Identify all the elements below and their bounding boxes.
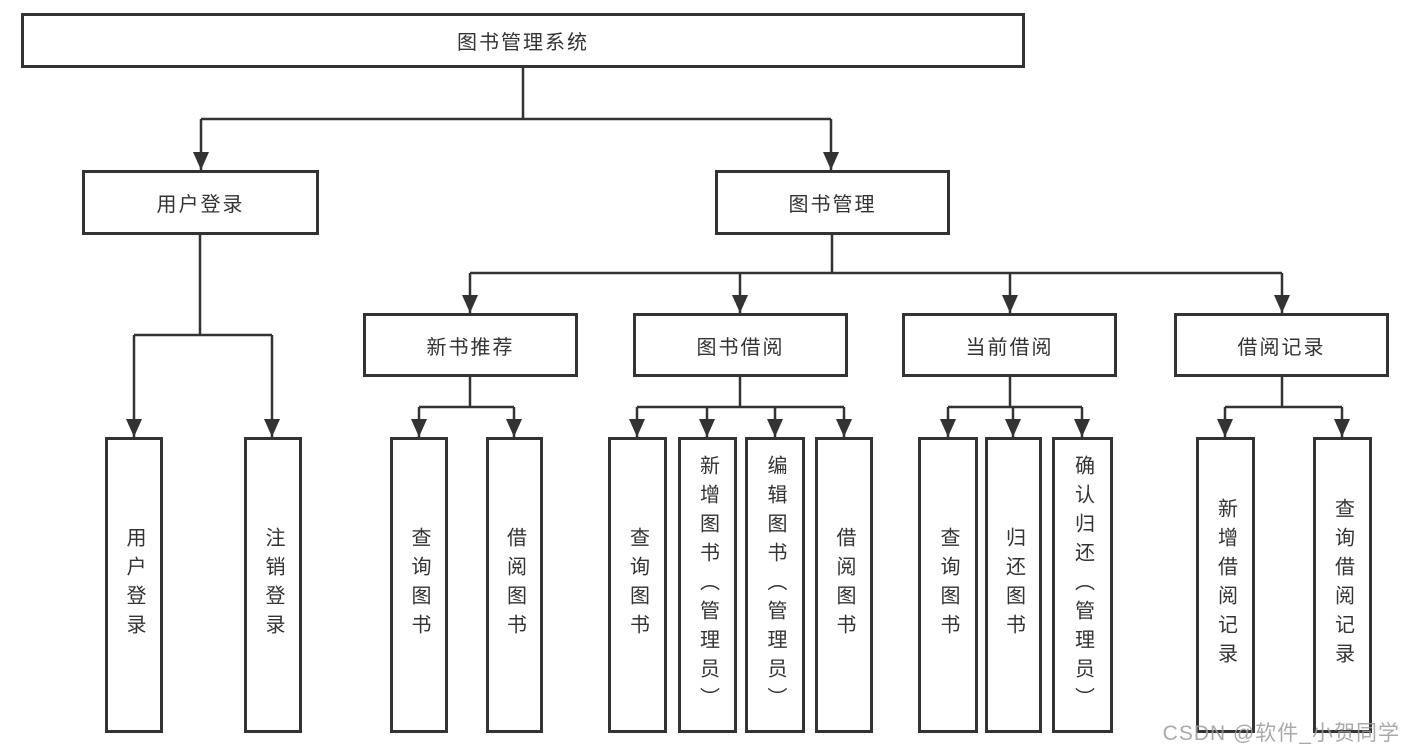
- leaf-add-books-admin: 新增图书（管理员）: [678, 437, 737, 733]
- leaf-label: 新增图书（管理员）: [696, 454, 719, 716]
- leaf-query-books-recommend: 查询图书: [390, 437, 448, 733]
- leaf-return-books: 归还图书: [985, 437, 1042, 733]
- node-current-borrowing: 当前借阅: [902, 313, 1117, 377]
- leaf-query-books-borrow: 查询图书: [608, 437, 667, 733]
- leaf-label: 查询图书: [937, 527, 959, 643]
- node-user-login: 用户登录: [82, 170, 319, 235]
- node-library-management-system: 图书管理系统: [21, 13, 1025, 68]
- leaf-query-borrow-record: 查询借阅记录: [1313, 437, 1372, 733]
- leaf-label: 新增借阅记录: [1214, 498, 1237, 672]
- leaf-borrow-books: 借阅图书: [815, 437, 873, 733]
- node-borrowing-records: 借阅记录: [1174, 313, 1389, 377]
- node-book-management: 图书管理: [715, 170, 950, 235]
- leaf-label: 确认归还（管理员）: [1071, 454, 1094, 716]
- leaf-add-borrow-record: 新增借阅记录: [1196, 437, 1255, 733]
- leaf-label: 用户登录: [123, 527, 145, 643]
- leaf-logout: 注销登录: [244, 437, 302, 733]
- node-new-book-recommendation: 新书推荐: [363, 313, 578, 377]
- leaf-label: 查询图书: [408, 527, 430, 643]
- node-book-borrowing: 图书借阅: [633, 313, 848, 377]
- leaf-borrow-books-recommend: 借阅图书: [486, 437, 543, 733]
- csdn-watermark: CSDN @软件_小贺同学: [1162, 722, 1400, 745]
- leaf-label: 借阅图书: [833, 527, 855, 643]
- leaf-label: 借阅图书: [503, 527, 526, 643]
- leaf-label: 编辑图书（管理员）: [764, 454, 786, 716]
- leaf-label: 注销登录: [262, 527, 284, 643]
- leaf-label: 查询图书: [626, 527, 649, 643]
- connector-rails: [134, 68, 1342, 409]
- connector-arrows: [126, 119, 1350, 437]
- leaf-label: 查询借阅记录: [1331, 498, 1354, 672]
- leaf-confirm-return-admin: 确认归还（管理员）: [1052, 437, 1113, 733]
- leaf-label: 归还图书: [1002, 527, 1025, 643]
- leaf-query-books-current: 查询图书: [918, 437, 978, 733]
- leaf-edit-books-admin: 编辑图书（管理员）: [745, 437, 805, 733]
- leaf-user-login: 用户登录: [105, 437, 163, 733]
